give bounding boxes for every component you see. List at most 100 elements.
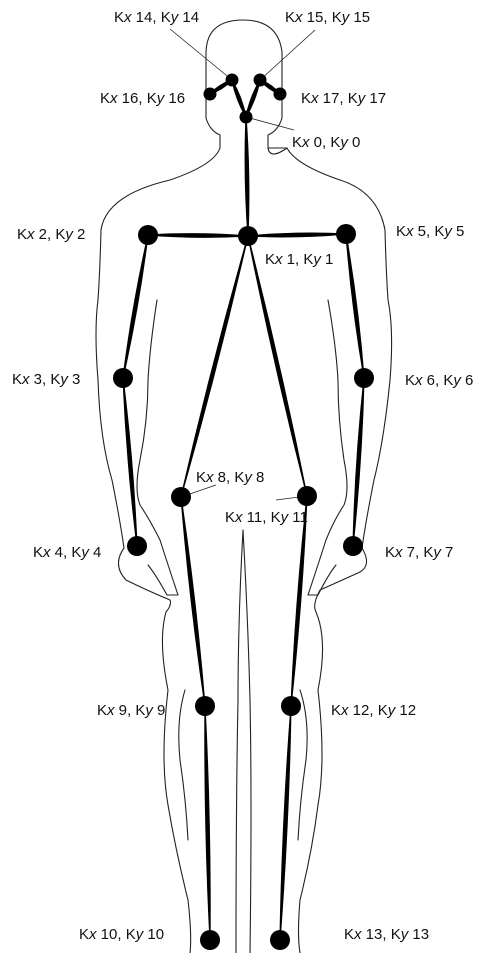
bone-8-9 xyxy=(181,497,205,706)
keypoint-label-8: Kx 8, Ky 8 xyxy=(196,469,264,486)
keypoint-label-15: Kx 15, Ky 15 xyxy=(285,9,370,26)
keypoint-label-10-sep: 10, K xyxy=(97,926,136,943)
keypoint-label-4-prefix: K xyxy=(33,544,43,561)
keypoint-label-13-sep: 13, K xyxy=(362,926,401,943)
keypoint-4 xyxy=(127,536,147,556)
keypoint-label-9-suffix: 9 xyxy=(153,702,166,719)
keypoint-6 xyxy=(354,368,374,388)
leader-kp0 xyxy=(246,117,294,130)
keypoint-label-0-suffix: 0 xyxy=(348,134,361,151)
keypoint-label-14-prefix: K xyxy=(114,9,124,26)
keypoint-label-1-suffix: 1 xyxy=(321,251,334,268)
keypoint-label-2-suffix: 2 xyxy=(73,226,86,243)
keypoint-label-12-sep: 12, K xyxy=(349,702,388,719)
keypoint-label-7-prefix: K xyxy=(385,544,395,561)
keypoint-label-9: Kx 9, Ky 9 xyxy=(97,702,165,719)
keypoint-label-12-suffix: 12 xyxy=(395,702,416,719)
keypoint-label-6-sep: 6, K xyxy=(423,372,454,389)
keypoint-label-13-prefix: K xyxy=(344,926,354,943)
keypoint-label-17-sep: 17, K xyxy=(319,90,358,107)
bone-3-4 xyxy=(123,378,137,546)
keypoint-label-5-sep: 5, K xyxy=(414,223,445,240)
keypoint-label-0-prefix: K xyxy=(292,134,302,151)
keypoint-label-13-suffix: 13 xyxy=(408,926,429,943)
keypoint-label-11: Kx 11, Ky 11 xyxy=(225,509,308,526)
keypoint-label-4-sep: 4, K xyxy=(51,544,82,561)
keypoint-label-12-prefix: K xyxy=(331,702,341,719)
bone-11-12 xyxy=(291,496,307,706)
keypoint-11 xyxy=(297,486,317,506)
keypoint-label-8-suffix: 8 xyxy=(252,469,265,486)
keypoint-label-11-sep: 11, K xyxy=(243,509,281,526)
keypoint-label-16-sep: 16, K xyxy=(118,90,157,107)
bone-2-3 xyxy=(123,235,148,378)
keypoint-label-14: Kx 14, Ky 14 xyxy=(114,9,199,26)
keypoint-label-6-prefix: K xyxy=(405,372,415,389)
leader-kp14 xyxy=(170,29,232,80)
keypoint-label-13: Kx 13, Ky 13 xyxy=(344,926,429,943)
keypoint-label-3-prefix: K xyxy=(12,371,22,388)
bone-1-2 xyxy=(148,234,248,237)
keypoint-label-4: Kx 4, Ky 4 xyxy=(33,544,101,561)
keypoint-label-10-prefix: K xyxy=(79,926,89,943)
keypoint-label-7: Kx 7, Ky 7 xyxy=(385,544,453,561)
bone-12-13 xyxy=(280,706,291,940)
keypoint-8 xyxy=(171,487,191,507)
keypoint-15 xyxy=(254,74,267,87)
keypoint-label-2-sep: 2, K xyxy=(35,226,66,243)
keypoint-labels: Kx 0, Ky 0 Kx 1, Ky 1 Kx 2, Ky 2 Kx 3, Ky 3… xyxy=(12,9,473,943)
keypoint-label-4-suffix: 4 xyxy=(89,544,102,561)
keypoint-14 xyxy=(226,74,239,87)
keypoint-label-10: Kx 10, Ky 10 xyxy=(79,926,164,943)
keypoint-label-0: Kx 0, Ky 0 xyxy=(292,134,360,151)
keypoint-label-8-sep: 8, K xyxy=(214,469,245,486)
keypoint-label-7-sep: 7, K xyxy=(403,544,434,561)
keypoint-label-16-suffix: 16 xyxy=(164,90,185,107)
keypoint-label-14-sep: 14, K xyxy=(132,9,171,26)
keypoint-label-7-suffix: 7 xyxy=(441,544,454,561)
keypoint-label-6-suffix: 6 xyxy=(461,372,474,389)
bone-5-6 xyxy=(346,234,364,378)
keypoint-label-14-suffix: 14 xyxy=(178,9,199,26)
bone-6-7 xyxy=(353,378,364,546)
keypoint-label-5-prefix: K xyxy=(396,223,406,240)
keypoint-label-10-suffix: 10 xyxy=(143,926,164,943)
keypoint-0 xyxy=(240,111,253,124)
keypoint-label-9-prefix: K xyxy=(97,702,107,719)
keypoint-label-1-sep: 1, K xyxy=(283,251,314,268)
keypoint-10 xyxy=(200,930,220,950)
keypoint-label-1: Kx 1, Ky 1 xyxy=(265,251,333,268)
keypoint-label-15-prefix: K xyxy=(285,9,295,26)
bone-1-11 xyxy=(248,236,307,496)
keypoint-2 xyxy=(138,225,158,245)
keypoint-label-2: Kx 2, Ky 2 xyxy=(17,226,85,243)
leader-kp15 xyxy=(260,30,315,80)
keypoint-label-3-sep: 3, K xyxy=(30,371,61,388)
keypoint-label-3: Kx 3, Ky 3 xyxy=(12,371,80,388)
keypoint-16 xyxy=(204,88,217,101)
keypoint-13 xyxy=(270,930,290,950)
keypoint-label-0-sep: 0, K xyxy=(310,134,341,151)
keypoint-label-15-sep: 15, K xyxy=(303,9,342,26)
keypoint-label-17: Kx 17, Ky 17 xyxy=(301,90,386,107)
bone-0-1 xyxy=(245,117,249,236)
keypoint-12 xyxy=(281,696,301,716)
keypoint-label-9-sep: 9, K xyxy=(115,702,146,719)
bone-1-5 xyxy=(248,233,346,237)
keypoint-17 xyxy=(274,88,287,101)
keypoint-label-8-prefix: K xyxy=(196,469,206,486)
keypoint-label-12: Kx 12, Ky 12 xyxy=(331,702,416,719)
body-outline xyxy=(96,20,392,953)
keypoint-label-5: Kx 5, Ky 5 xyxy=(396,223,464,240)
keypoint-label-2-prefix: K xyxy=(17,226,27,243)
keypoint-label-11-prefix: K xyxy=(225,509,235,526)
keypoint-label-16-prefix: K xyxy=(100,90,110,107)
bone-9-10 xyxy=(205,706,210,940)
keypoint-1 xyxy=(238,226,258,246)
keypoint-3 xyxy=(113,368,133,388)
keypoint-label-1-prefix: K xyxy=(265,251,275,268)
keypoint-label-16: Kx 16, Ky 16 xyxy=(100,90,185,107)
keypoint-label-15-suffix: 15 xyxy=(349,9,370,26)
keypoint-label-17-prefix: K xyxy=(301,90,311,107)
